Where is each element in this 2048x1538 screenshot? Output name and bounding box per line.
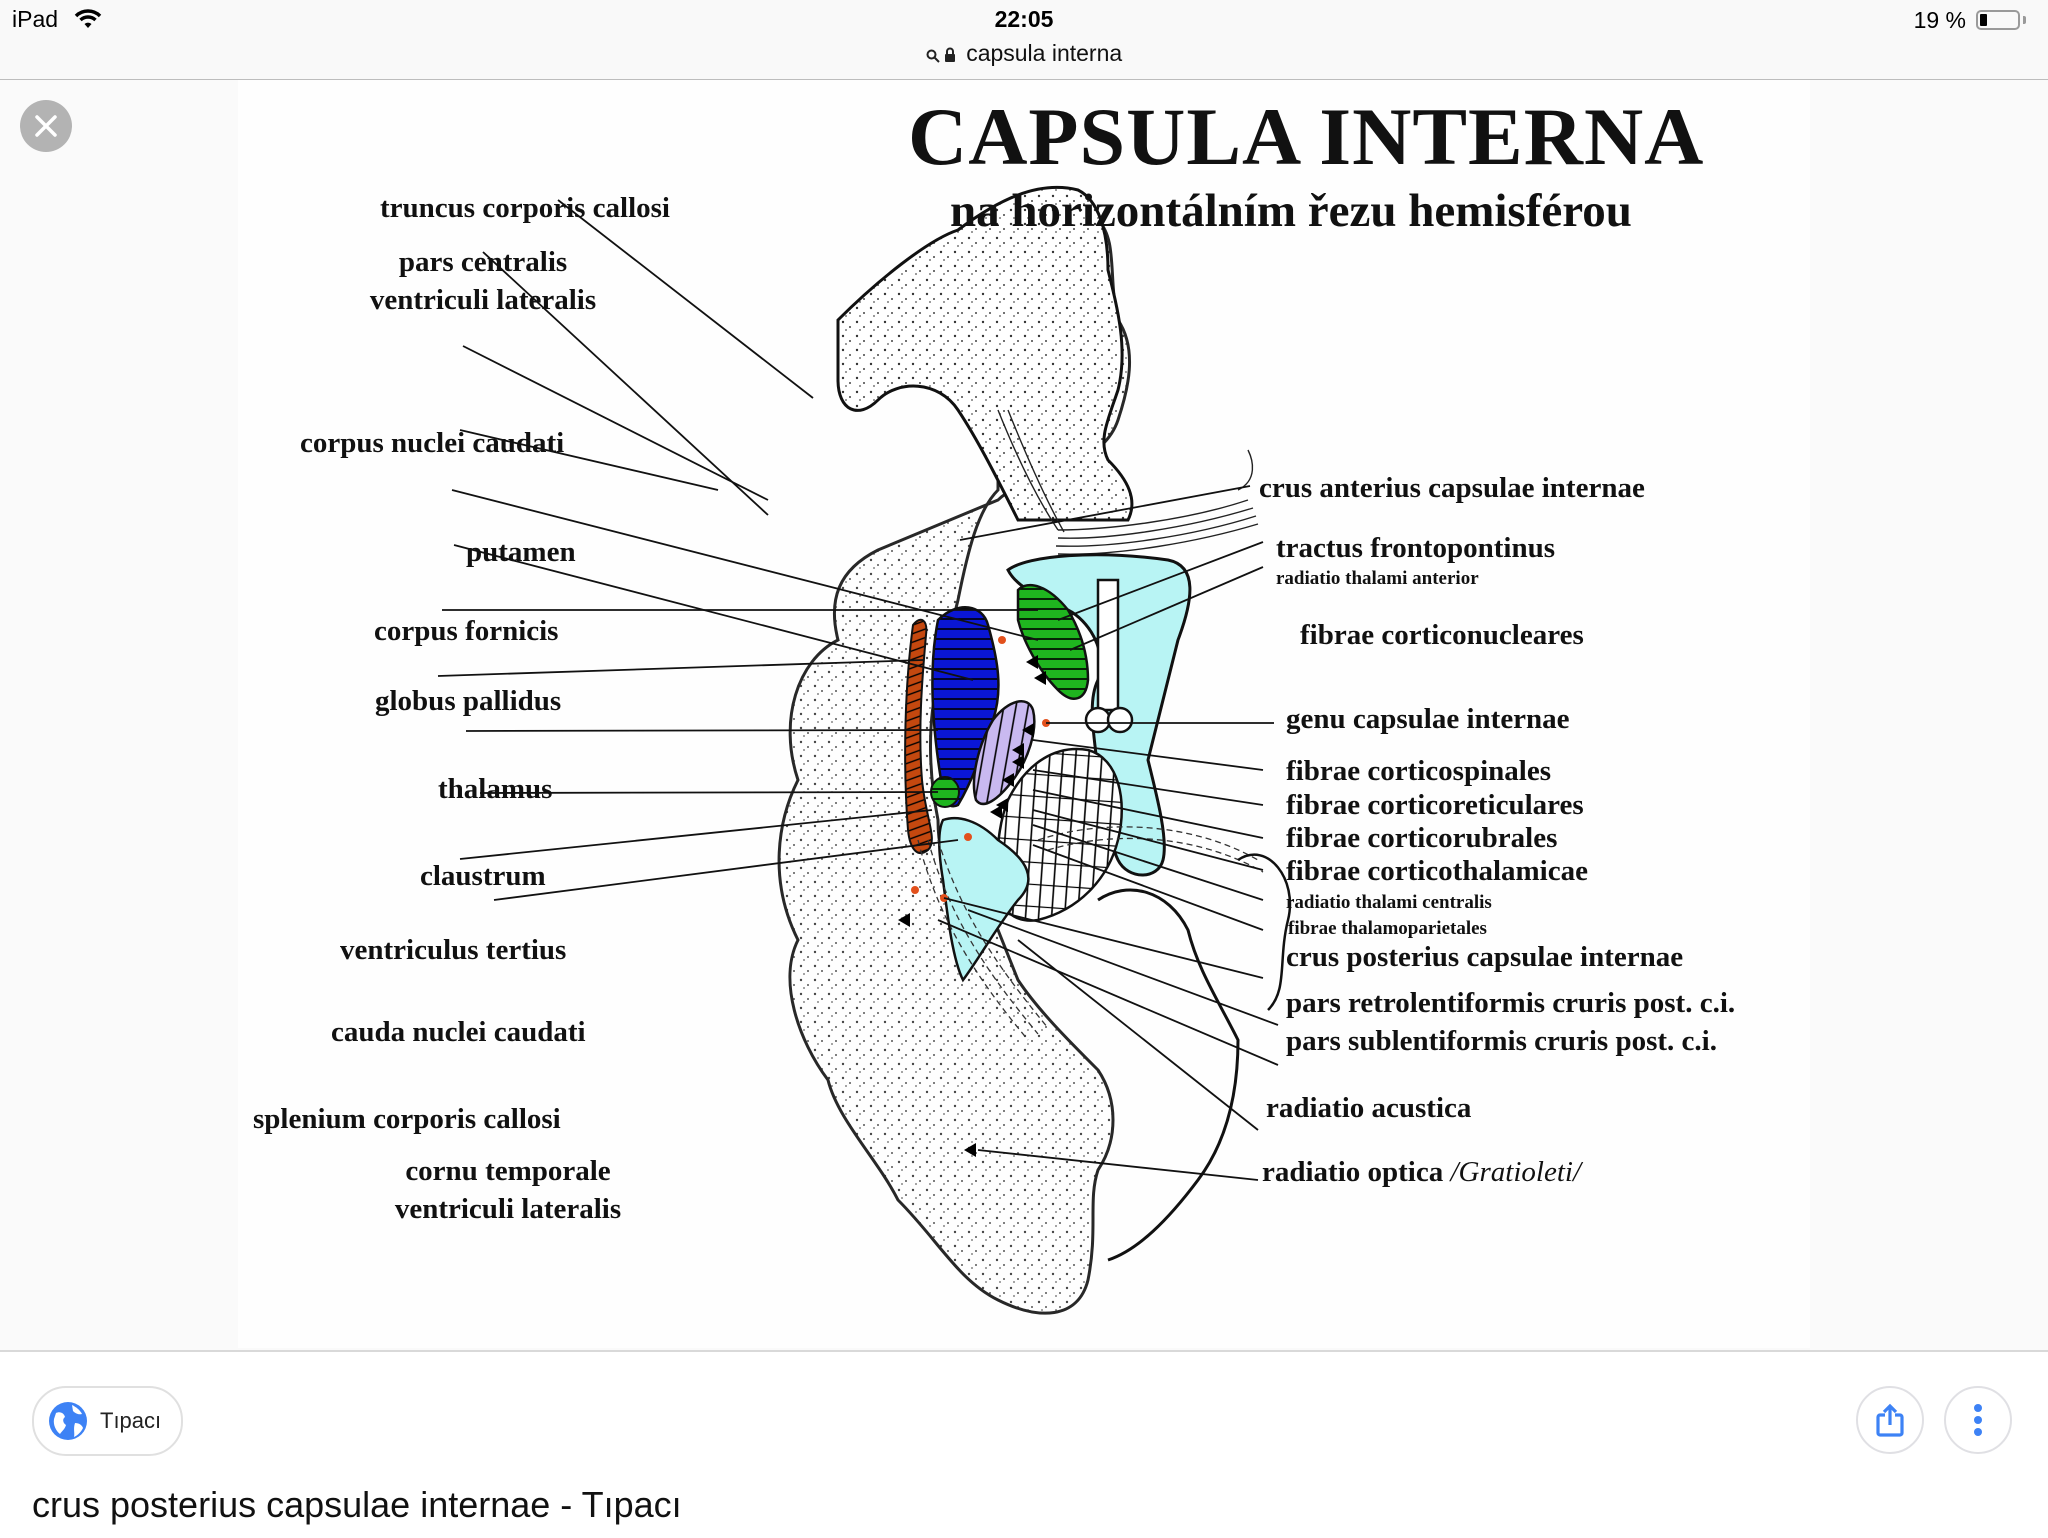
label-thalamus: thalamus xyxy=(438,773,553,805)
battery-icon xyxy=(1976,10,2020,30)
label-tractus-frontopontinus: tractus frontopontinus xyxy=(1276,532,1556,564)
wifi-icon xyxy=(74,8,102,35)
label-ventriculi-lateralis-2: ventriculi lateralis xyxy=(394,1193,622,1225)
globe-icon xyxy=(49,1402,87,1440)
source-name: Tıpacı xyxy=(100,1408,162,1433)
fiber-arrows xyxy=(898,655,1046,1157)
label-fibrae-corticorubrales: fibrae corticorubrales xyxy=(1286,822,1558,854)
label-radiatio-thalami-centralis: radiatio thalami centralis xyxy=(1286,892,1492,913)
more-options-button[interactable] xyxy=(1944,1386,2012,1454)
label-corpus-nuclei-caudati: corpus nuclei caudati xyxy=(300,427,565,459)
share-button[interactable] xyxy=(1856,1386,1924,1454)
battery-percent: 19 % xyxy=(1913,7,1966,33)
label-truncus-corporis-callosi: truncus corporis callosi xyxy=(380,192,670,224)
image-info-panel: Tıpacı crus posterius capsulae internae … xyxy=(0,1350,2048,1538)
close-icon xyxy=(35,115,57,137)
label-radiatio-thalami-anterior: radiatio thalami anterior xyxy=(1276,568,1479,589)
label-splenium-corporis-callosi: splenium corporis callosi xyxy=(253,1103,561,1135)
sulcus-curve xyxy=(1237,853,1292,1011)
fornix-column-left xyxy=(1084,706,1112,734)
label-ventriculus-tertius: ventriculus tertius xyxy=(340,934,567,966)
label-claustrum: claustrum xyxy=(420,860,546,892)
label-fibrae-corticospinales: fibrae corticospinales xyxy=(1286,755,1551,787)
label-cornu-temporale: cornu temporale xyxy=(405,1155,611,1187)
url-bar[interactable]: capsula interna xyxy=(0,40,2048,67)
claustrum xyxy=(904,618,933,855)
label-crus-anterius: crus anterius capsulae internae xyxy=(1259,472,1645,504)
label-radiatio-acustica: radiatio acustica xyxy=(1266,1092,1472,1124)
more-vertical-icon xyxy=(1974,1404,1982,1436)
anatomy-figure[interactable]: CAPSULA INTERNA na horizontálním řezu he… xyxy=(238,80,1810,1348)
label-crus-posterius: crus posterius capsulae internae xyxy=(1286,941,1684,973)
leader-lines-left xyxy=(437,199,1039,901)
leader-lines-right xyxy=(937,485,1279,1181)
label-pars-sublentiformis: pars sublentiformis cruris post. c.i. xyxy=(1286,1025,1717,1057)
label-gratioleti: /Gratioleti/ xyxy=(1450,1156,1582,1188)
device-name: iPad xyxy=(12,6,59,32)
label-ventriculi-lateralis-1: ventriculi lateralis xyxy=(369,284,597,316)
label-globus-pallidus: globus pallidus xyxy=(375,685,562,717)
search-icon xyxy=(926,49,940,63)
url-text: capsula interna xyxy=(966,40,1123,66)
frontal-lobe-outline xyxy=(836,185,1134,522)
label-pars-centralis: pars centralis xyxy=(398,246,568,278)
septum xyxy=(1096,578,1120,712)
figure-subtitle: na horizontálním řezu hemisférou xyxy=(950,185,1632,237)
fornix-column-right xyxy=(1106,706,1134,734)
clock: 22:05 xyxy=(994,6,1054,32)
label-fibrae-corticoreticulares: fibrae corticoreticulares xyxy=(1286,789,1584,821)
occipital-outline xyxy=(1097,888,1240,1262)
label-pars-retrolentiformis: pars retrolentiformis cruris post. c.i. xyxy=(1286,987,1736,1019)
label-fibrae-corticothalamicae: fibrae corticothalamicae xyxy=(1286,855,1588,887)
brain-section-diagram xyxy=(437,185,1292,1315)
label-fibrae-thalamoparietales: fibrae thalamoparietales xyxy=(1288,918,1487,939)
label-cauda-nuclei-caudati: cauda nuclei caudati xyxy=(331,1016,586,1048)
label-radiatio-optica-text: radiatio optica xyxy=(1262,1156,1444,1188)
label-corpus-fornicis: corpus fornicis xyxy=(374,615,559,647)
label-putamen: putamen xyxy=(466,536,576,568)
lock-icon xyxy=(944,47,955,62)
battery-level-fill xyxy=(1980,14,1987,26)
label-fibrae-corticonucleares: fibrae corticonucleares xyxy=(1300,619,1584,651)
share-icon xyxy=(1876,1403,1904,1437)
close-button[interactable] xyxy=(20,100,72,152)
label-genu-capsulae-internae: genu capsulae internae xyxy=(1286,703,1570,735)
source-chip[interactable]: Tıpacı xyxy=(32,1386,184,1456)
image-caption-link[interactable]: crus posterius capsulae internae - Tıpac… xyxy=(32,1484,682,1525)
status-bar: iPad 22:05 capsula interna 19 % xyxy=(0,0,2048,80)
battery-tip xyxy=(2023,16,2026,24)
label-radiatio-optica: radiatio optica /Gratioleti/ xyxy=(1262,1156,1582,1189)
figure-title: CAPSULA INTERNA xyxy=(908,91,1705,182)
